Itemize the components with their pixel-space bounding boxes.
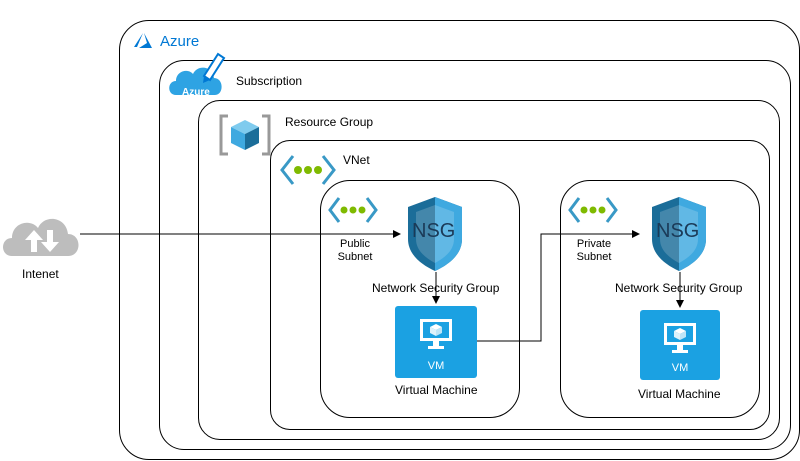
vm-monitor-icon: [664, 323, 696, 353]
azure-label: Azure: [160, 33, 200, 50]
vnet-icon: [280, 155, 336, 185]
resource-group-cube-icon: [219, 114, 271, 156]
vnet-container: [270, 140, 770, 430]
private-subnet-container: [560, 180, 760, 418]
public-vm-icon-text: VM: [427, 360, 445, 372]
private-nsg-label: Network Security Group: [615, 281, 743, 295]
public-vm-tile: VM: [395, 306, 477, 378]
public-subnet-label-line2: Subnet: [337, 251, 373, 263]
vm-monitor-icon: [420, 319, 452, 349]
public-vm-label: Virtual Machine: [395, 383, 478, 397]
internet-label: Intenet: [22, 267, 59, 281]
public-subnet-container: [320, 180, 520, 418]
private-vm-tile: VM: [640, 310, 720, 380]
subscription-key-icon: [169, 52, 226, 95]
vnet-label: VNet: [343, 153, 370, 167]
resource-group-label: Resource Group: [285, 115, 374, 129]
public-subnet-label-line1: Public: [340, 238, 370, 250]
nsg-shield-icon: [408, 197, 462, 271]
internet-cloud-icon: [3, 218, 79, 256]
public-nsg-icon-text: NSG: [412, 220, 456, 242]
private-vm-label: Virtual Machine: [638, 387, 721, 401]
subnet-icon: [328, 197, 378, 223]
public-subnet-label: Public Subnet: [325, 238, 385, 264]
subscription-container: [159, 60, 791, 450]
azure-logo-icon: [134, 33, 152, 48]
subnet-icon: [568, 197, 618, 223]
nsg-shield-icon: [652, 197, 706, 271]
resource-group-container: [198, 100, 780, 440]
private-nsg-icon-text: NSG: [656, 220, 700, 242]
private-subnet-label-line2: Subnet: [576, 251, 612, 263]
private-vm-icon-text: VM: [671, 362, 689, 374]
subscription-label: Subscription: [236, 74, 303, 88]
subscription-badge: Azure: [182, 87, 210, 98]
public-vm-to-private-nsg-arrow: [477, 230, 640, 342]
private-subnet-label-line1: Private: [576, 238, 612, 250]
private-subnet-label: Private Subnet: [564, 238, 624, 264]
